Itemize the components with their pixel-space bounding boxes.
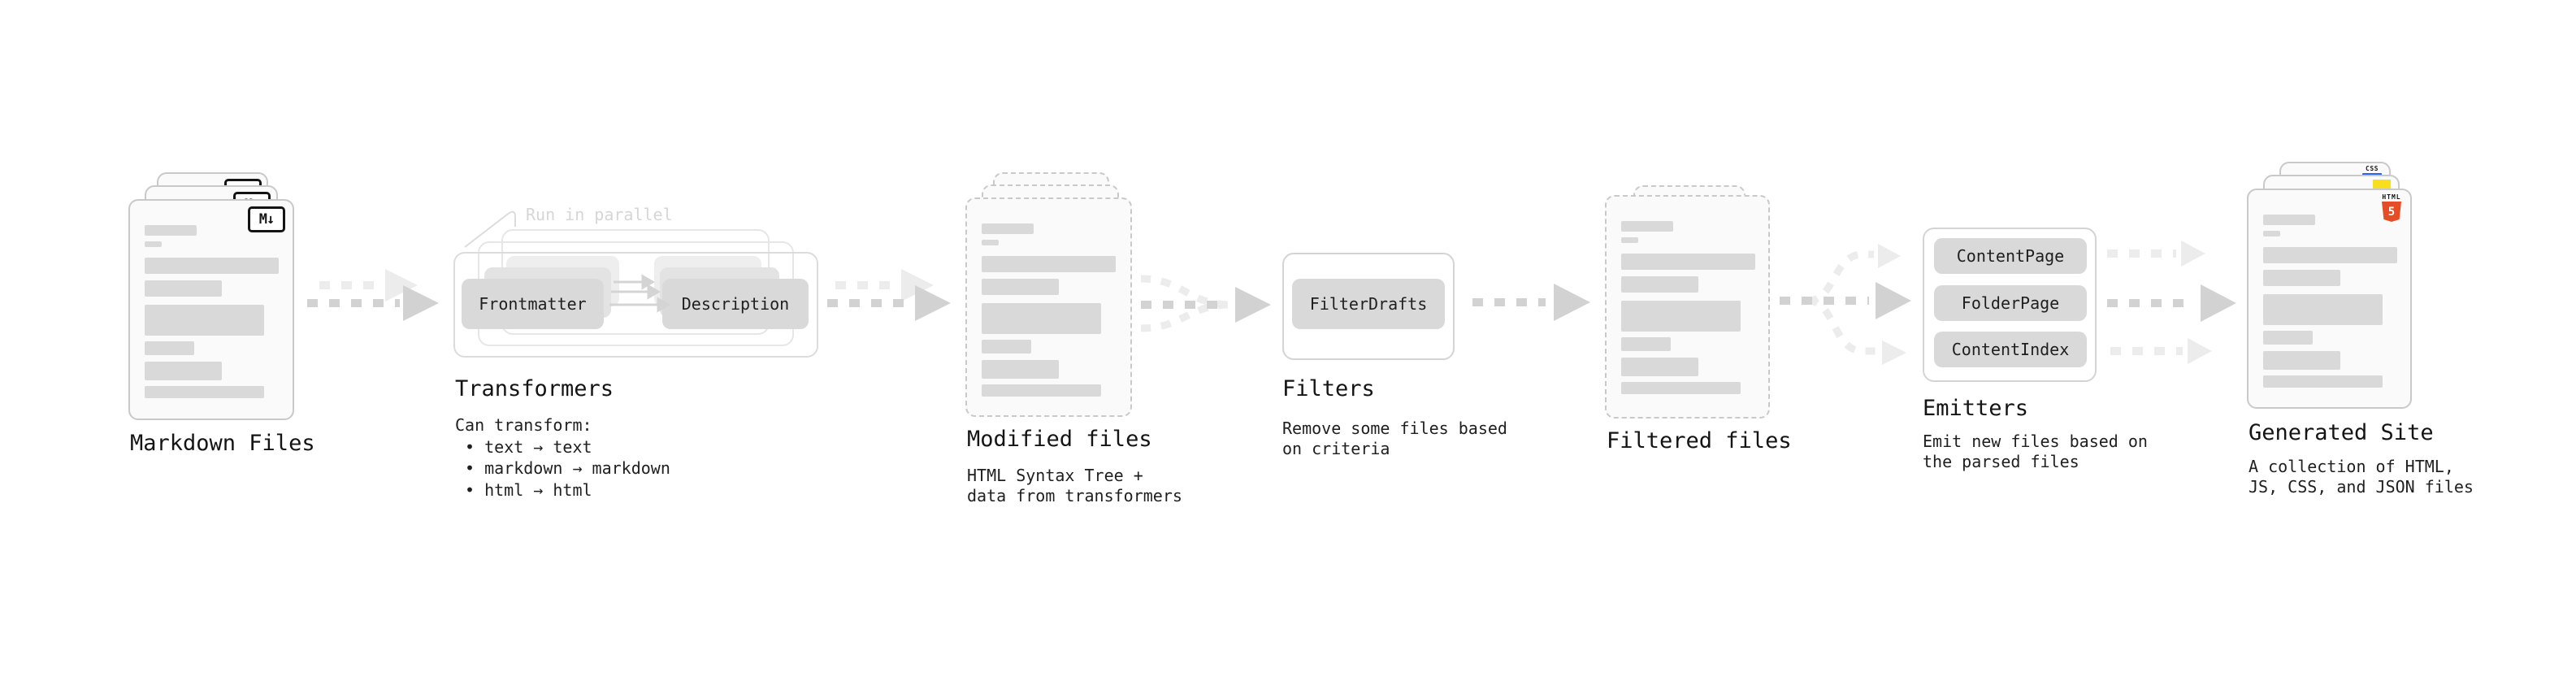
transformers-subtitle: Can transform: — [455, 415, 592, 435]
text-line-placeholder — [982, 279, 1059, 295]
text-line-placeholder — [1621, 221, 1673, 232]
text-line-placeholder — [982, 223, 1034, 234]
markdown-icon: M↓ — [248, 206, 285, 232]
contentindex-node: ContentIndex — [1934, 332, 2087, 367]
markdown-files-label: Markdown Files — [130, 431, 315, 456]
text-line-placeholder — [2263, 375, 2383, 388]
text-line-placeholder — [1621, 237, 1638, 243]
emitters-description: the parsed files — [1923, 452, 2079, 471]
filters-description: on criteria — [1282, 439, 1390, 458]
text-line-placeholder — [982, 256, 1116, 272]
text-line-placeholder — [145, 225, 197, 236]
emitters-label: Emitters — [1923, 396, 2029, 421]
text-line-placeholder — [982, 340, 1031, 354]
arrow-filters-to-filtered — [1472, 284, 1590, 321]
html5-icon: HTML 5 — [2381, 193, 2402, 222]
text-line-placeholder — [145, 341, 194, 355]
generated-site-label: Generated Site — [2249, 420, 2434, 445]
filtered-file-card-front — [1605, 195, 1770, 419]
arrow-transformers-to-modified — [827, 269, 951, 321]
transformers-box-front — [453, 252, 818, 358]
text-line-placeholder — [2263, 294, 2383, 325]
text-line-placeholder — [1621, 254, 1755, 270]
frontmatter-node: Frontmatter — [462, 279, 604, 329]
transformers-label: Transformers — [455, 376, 614, 401]
text-line-placeholder — [145, 362, 222, 380]
text-line-placeholder — [1621, 276, 1698, 293]
javascript-icon — [2373, 180, 2391, 189]
filters-label: Filters — [1282, 376, 1375, 401]
text-line-placeholder — [145, 386, 264, 398]
transformers-bullet: • markdown → markdown — [465, 458, 670, 478]
text-line-placeholder — [1621, 301, 1741, 332]
generated-file-card-front: HTML 5 — [2247, 189, 2412, 409]
text-line-placeholder — [2263, 231, 2280, 236]
modified-files-label: Modified files — [967, 427, 1152, 452]
modified-file-card-front — [965, 197, 1132, 417]
arrow-filtered-to-emitters — [1780, 244, 1911, 365]
arrow-markdown-to-transformers — [307, 269, 439, 321]
text-line-placeholder — [982, 360, 1059, 379]
text-line-placeholder — [145, 305, 264, 336]
transformers-bullet: • html → html — [465, 480, 592, 500]
description-node: Description — [662, 279, 809, 329]
folderpage-node: FolderPage — [1934, 285, 2087, 321]
markdown-file-card-front: M↓ — [128, 199, 294, 420]
filters-description: Remove some files based — [1282, 419, 1507, 438]
text-line-placeholder — [1621, 382, 1741, 394]
text-line-placeholder — [145, 241, 162, 247]
generated-site-description: A collection of HTML, — [2249, 457, 2454, 476]
run-in-parallel-annotation: Run in parallel — [526, 205, 673, 224]
generated-site-description: JS, CSS, and JSON files — [2249, 477, 2474, 497]
text-line-placeholder — [1621, 337, 1671, 351]
modified-files-description: HTML Syntax Tree + — [967, 466, 1143, 485]
text-line-placeholder — [1621, 358, 1698, 376]
emitters-description: Emit new files based on — [1923, 432, 2148, 451]
text-line-placeholder — [2263, 215, 2315, 225]
text-line-placeholder — [145, 280, 222, 297]
text-line-placeholder — [982, 240, 999, 245]
arrow-modified-to-filters — [1140, 275, 1271, 332]
text-line-placeholder — [2263, 331, 2313, 345]
text-line-placeholder — [2263, 247, 2397, 263]
text-line-placeholder — [2263, 270, 2340, 286]
transformers-bullet: • text → text — [465, 437, 592, 457]
text-line-placeholder — [982, 384, 1101, 397]
filtered-files-label: Filtered files — [1607, 428, 1792, 453]
text-line-placeholder — [145, 258, 279, 274]
filterdrafts-node: FilterDrafts — [1292, 279, 1445, 329]
text-line-placeholder — [982, 303, 1101, 334]
contentpage-node: ContentPage — [1934, 238, 2087, 274]
modified-files-description: data from transformers — [967, 486, 1182, 505]
text-line-placeholder — [2263, 351, 2340, 370]
arrow-emitters-to-generated — [2107, 241, 2236, 364]
